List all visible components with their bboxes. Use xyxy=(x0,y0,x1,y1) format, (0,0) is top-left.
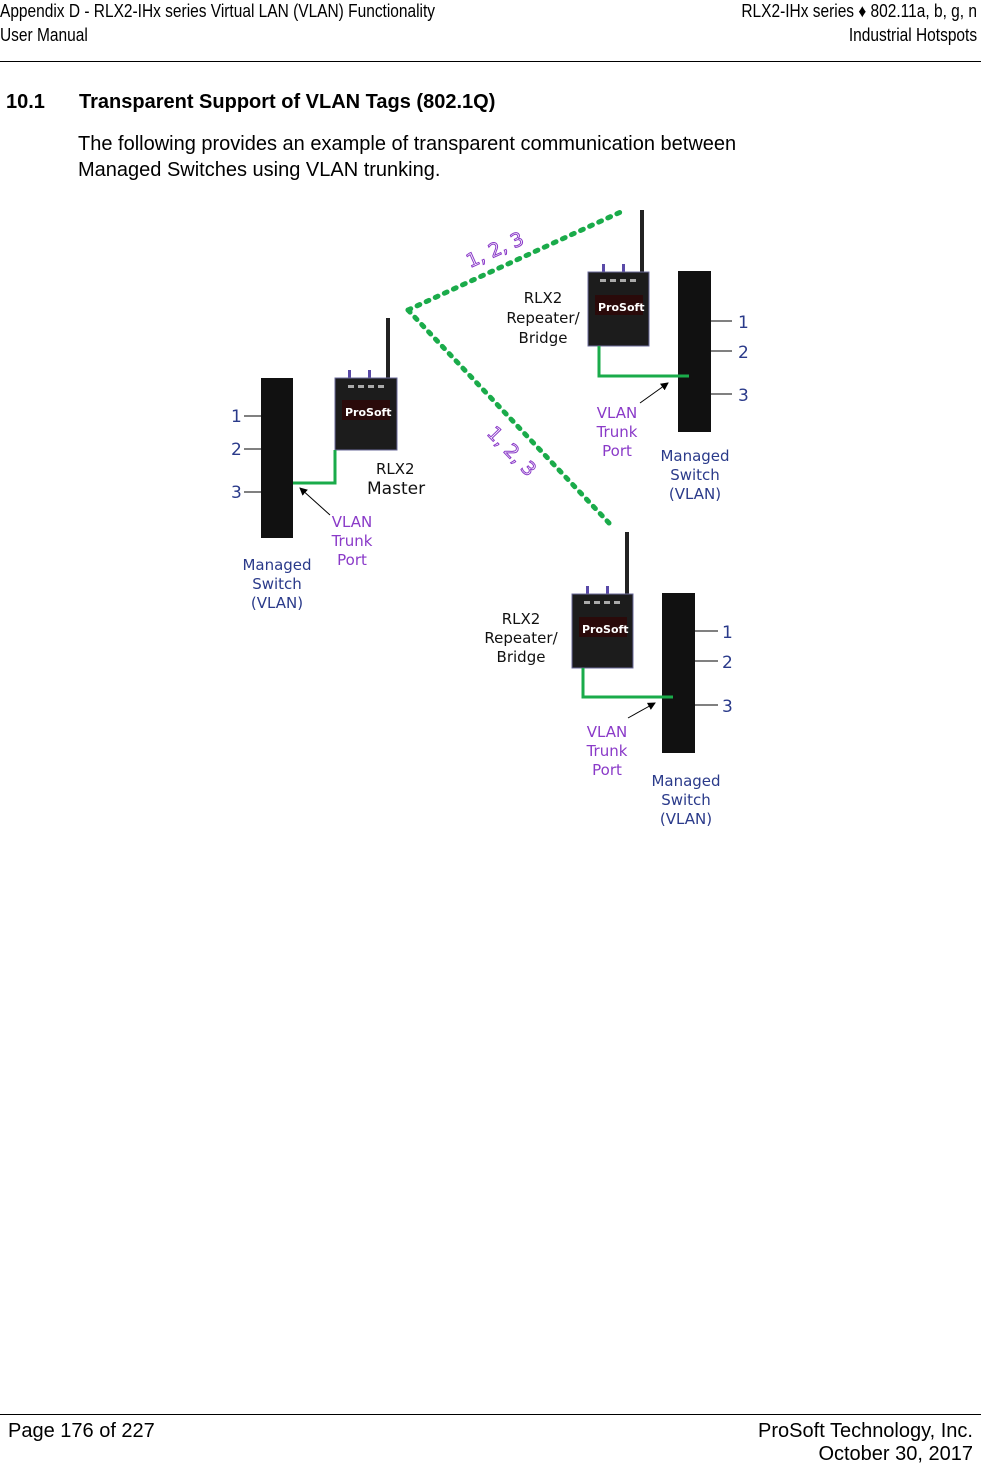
trunk-line1: VLAN xyxy=(597,404,637,422)
antenna xyxy=(625,532,629,594)
switch-line3: (VLAN) xyxy=(660,810,712,828)
header-left-line2: User Manual xyxy=(0,25,88,45)
switch-line2: Switch xyxy=(661,791,711,809)
master-label-line1: RLX2 xyxy=(376,460,415,478)
repeater-upper-group: 1 2 3 ProSoft RLX2 Repeater/ Bridge VLAN… xyxy=(506,210,749,503)
switch-line3: (VLAN) xyxy=(669,485,721,503)
trunk-line3: Port xyxy=(337,551,367,569)
switch-line2: Switch xyxy=(252,575,302,593)
link-label-lower: 1, 2, 3 xyxy=(482,422,540,481)
port-label-2: 2 xyxy=(722,653,733,673)
switch-line3: (VLAN) xyxy=(251,594,303,612)
port-label-2: 2 xyxy=(231,440,242,460)
repeater-lower-group: 1 2 3 ProSoft RLX2 Repeater/ Bridge VLAN… xyxy=(484,532,733,828)
switch-line1: Managed xyxy=(660,447,729,465)
repeater-line1: RLX2 xyxy=(524,289,563,307)
repeater-line3: Bridge xyxy=(519,329,568,347)
wireless-link-upper xyxy=(405,207,628,313)
header-right-line1: RLX2-IHx series ♦ 802.11a, b, g, n xyxy=(741,1,977,21)
repeater-line2: Repeater/ xyxy=(484,629,558,647)
port-label-2: 2 xyxy=(738,343,749,363)
port-label-1: 1 xyxy=(231,407,242,427)
managed-switch-lower xyxy=(662,593,695,753)
repeater-line1: RLX2 xyxy=(502,610,541,628)
trunk-line2: Trunk xyxy=(596,423,638,441)
ethernet-cable xyxy=(581,668,673,699)
managed-switch-master xyxy=(261,378,293,538)
trunk-line1: VLAN xyxy=(332,513,372,531)
footer-rule xyxy=(0,1414,981,1415)
ethernet-cable xyxy=(597,346,689,378)
master-group: 1 2 3 ProSoft RLX2 Master VLAN Trunk Por… xyxy=(231,318,425,612)
trunk-arrow xyxy=(299,487,331,516)
footer-page-number: Page 176 of 227 xyxy=(8,1420,155,1442)
port-label-3: 3 xyxy=(738,386,749,406)
port-label-1: 1 xyxy=(738,313,749,333)
repeater-line3: Bridge xyxy=(497,648,546,666)
ethernet-cable xyxy=(293,450,337,485)
trunk-arrow xyxy=(639,382,669,404)
header-left-line1: Appendix D - RLX2-IHx series Virtual LAN… xyxy=(0,1,436,21)
port-label-3: 3 xyxy=(722,697,733,717)
footer-company: ProSoft Technology, Inc. xyxy=(758,1420,973,1442)
port-label-1: 1 xyxy=(722,623,733,643)
antenna xyxy=(640,210,644,274)
repeater-line2: Repeater/ xyxy=(506,309,580,327)
section-heading: 10.1 Transparent Support of VLAN Tags (80… xyxy=(6,91,495,114)
trunk-line3: Port xyxy=(602,442,632,460)
trunk-line1: VLAN xyxy=(587,723,627,741)
wireless-link-lower xyxy=(405,307,612,526)
trunk-arrow xyxy=(627,702,656,719)
prosoft-logo: ProSoft xyxy=(582,623,629,636)
port-label-3: 3 xyxy=(231,483,242,503)
footer-date: October 30, 2017 xyxy=(818,1443,973,1465)
managed-switch-upper xyxy=(678,271,711,432)
prosoft-logo: ProSoft xyxy=(598,301,645,314)
switch-line1: Managed xyxy=(242,556,311,574)
section-title: Transparent Support of VLAN Tags (802.1Q… xyxy=(79,91,496,113)
section-number: 10.1 xyxy=(6,91,45,113)
switch-line2: Switch xyxy=(670,466,720,484)
trunk-line3: Port xyxy=(592,761,622,779)
link-label-upper: 1, 2, 3 xyxy=(463,228,527,273)
header-right-line2: Industrial Hotspots xyxy=(848,25,977,45)
body-line-2: Managed Switches using VLAN trunking. xyxy=(78,159,441,181)
prosoft-logo: ProSoft xyxy=(345,406,392,419)
switch-line1: Managed xyxy=(651,772,720,790)
trunk-line2: Trunk xyxy=(331,532,373,550)
header-rule xyxy=(0,61,981,62)
antenna xyxy=(386,318,390,380)
master-label-line2: Master xyxy=(367,479,425,499)
section-body: The following provides an example of tra… xyxy=(78,131,878,183)
body-line-1: The following provides an example of tra… xyxy=(78,133,737,155)
trunk-line2: Trunk xyxy=(586,742,628,760)
